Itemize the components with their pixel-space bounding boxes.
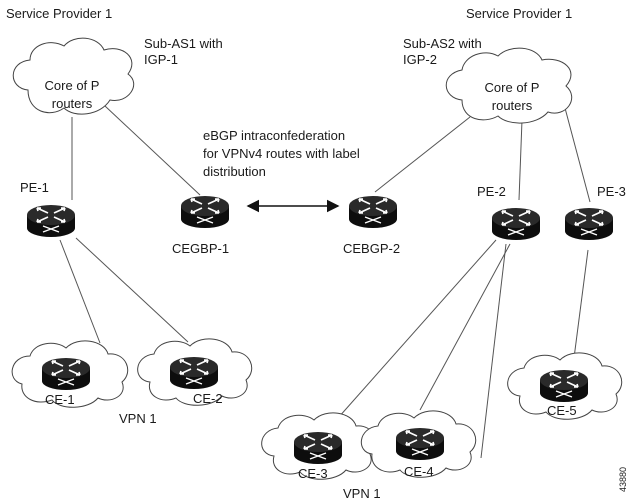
service-provider-right: Service Provider 1: [466, 6, 572, 21]
link-core2-pe2: [518, 119, 523, 201]
vpn1-bottom-label: VPN 1: [343, 486, 381, 500]
router-icon: [491, 207, 541, 241]
router-cebgp2: [348, 195, 398, 229]
router-icon: [180, 195, 230, 229]
router-ce2: [169, 356, 219, 390]
cebgp2-label: CEBGP-2: [343, 241, 400, 256]
router-icon: [293, 431, 343, 465]
router-icon: [169, 356, 219, 390]
router-ce5: [539, 369, 589, 403]
link-core1-cegbp1: [104, 105, 201, 196]
links: [59, 105, 591, 459]
link-pe2-ce4b: [480, 243, 507, 459]
link-pe1-ce1: [59, 239, 101, 344]
router-ce4: [395, 427, 445, 461]
router-ce3: [293, 431, 343, 465]
ce1-label: CE-1: [45, 392, 75, 407]
link-pe2-ce4: [419, 243, 511, 411]
core1-label-line2: routers: [52, 96, 93, 111]
router-icon: [395, 427, 445, 461]
router-icon: [539, 369, 589, 403]
ce5-label: CE-5: [547, 403, 577, 418]
figure-id: 43880: [618, 467, 628, 492]
router-pe3: [564, 207, 614, 241]
pe2-label: PE-2: [477, 184, 506, 199]
core2-label-line1: Core of P: [485, 80, 540, 95]
ebgp-label-line1: eBGP intraconfederation: [203, 128, 345, 143]
service-provider-left: Service Provider 1: [6, 6, 112, 21]
cloud-icon: [445, 47, 573, 124]
ebgp-label-line3: distribution: [203, 164, 266, 179]
cloud-core-right: Core of P routers: [445, 47, 573, 124]
link-core2-pe3: [564, 107, 591, 203]
subas1-label-line1: Sub-AS1 with: [144, 36, 223, 51]
ce4-label: CE-4: [404, 464, 434, 479]
router-icon: [348, 195, 398, 229]
router-icon: [564, 207, 614, 241]
subas1-label-line2: IGP-1: [144, 52, 178, 67]
router-pe2: [491, 207, 541, 241]
link-pe1-ce2: [75, 237, 189, 343]
core2-label-line2: routers: [492, 98, 533, 113]
core1-label-line1: Core of P: [45, 78, 100, 93]
vpn1-left-label: VPN 1: [119, 411, 157, 426]
ce2-label: CE-2: [193, 391, 223, 406]
link-pe2-ce3: [337, 239, 497, 419]
subas2-label-line2: IGP-2: [403, 52, 437, 67]
cegbp1-label: CEGBP-1: [172, 241, 229, 256]
router-pe1: [26, 204, 76, 238]
link-pe3-ce5: [573, 249, 589, 359]
link-core2-cebgp2: [374, 116, 471, 193]
router-icon: [41, 357, 91, 391]
cloud-icon: [12, 37, 135, 115]
router-icon: [26, 204, 76, 238]
router-cegbp1: [180, 195, 230, 229]
ebgp-label-line2: for VPNv4 routes with label: [203, 146, 360, 161]
subas2-label-line1: Sub-AS2 with: [403, 36, 482, 51]
pe1-label: PE-1: [20, 180, 49, 195]
pe3-label: PE-3: [597, 184, 626, 199]
router-ce1: [41, 357, 91, 391]
cloud-core-left: Core of P routers: [12, 37, 135, 115]
ce3-label: CE-3: [298, 466, 328, 481]
